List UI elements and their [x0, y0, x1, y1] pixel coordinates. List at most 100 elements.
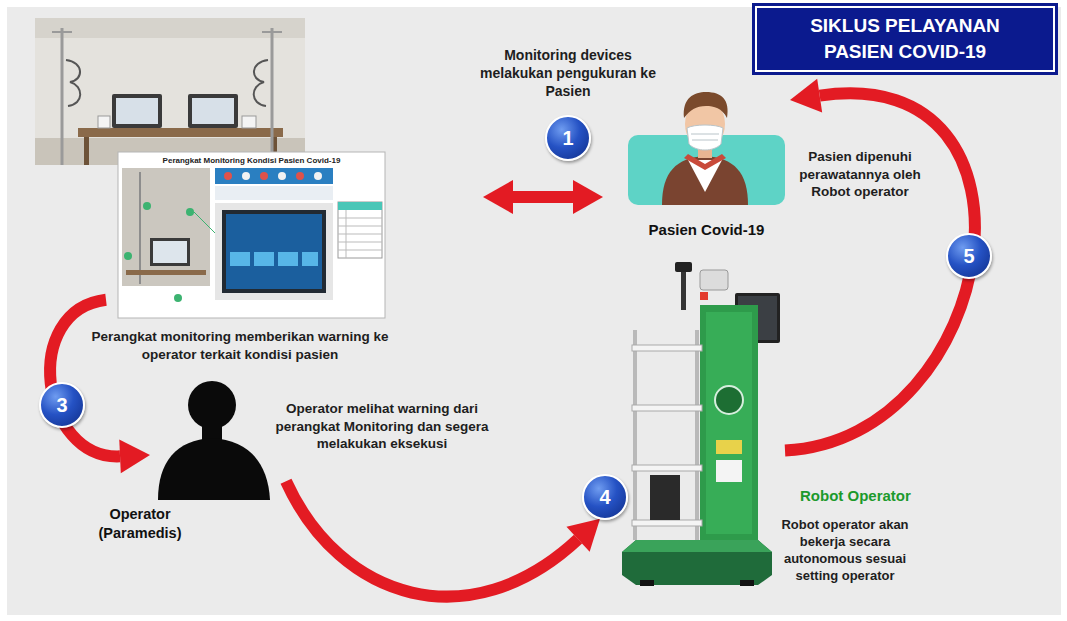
callout-number: 5: [963, 246, 974, 266]
patient-figure-part: [687, 125, 723, 150]
monitoring-screenshot-part: [150, 238, 190, 266]
room-photo-part: [254, 60, 268, 106]
robot-figure-part: [681, 268, 686, 310]
robot-figure-part: [695, 330, 699, 540]
monitoring-screenshot-part: [338, 242, 382, 243]
flow-arrow: [483, 180, 603, 214]
monitoring-screenshot-part: [338, 202, 382, 210]
robot-figure-part: [650, 475, 680, 520]
robot-figure-part: [706, 312, 752, 534]
callout-number: 4: [599, 487, 610, 507]
robot-description: Robot operator akan bekerja secara auton…: [770, 517, 920, 585]
robot-figure-part: [632, 465, 702, 471]
monitoring-screenshot-part: [215, 168, 333, 184]
monitoring-screenshot-part: [338, 202, 382, 258]
arrow-head: [119, 439, 150, 473]
monitoring-screenshot-part: [139, 172, 141, 284]
monitoring-screenshot-part: [260, 172, 268, 180]
monitoring-screenshot: [118, 152, 385, 318]
arrow-shaft: [286, 481, 578, 596]
patient-figure: [628, 92, 785, 205]
room-photo-part: [262, 31, 282, 33]
monitoring-screenshot-part: [226, 214, 322, 289]
patient-caption: Pasien Covid-19: [618, 220, 795, 240]
monitoring-screenshot-part: [302, 252, 318, 266]
operator-description: Operator melihat warning dari perangkat …: [262, 400, 502, 453]
monitoring-screenshot-part: [278, 172, 286, 180]
monitoring-device: Perangkat Monitoring Kondisi Pasien Covi…: [118, 152, 385, 318]
robot-figure-part: [715, 386, 743, 414]
monitoring-screenshot-part: [230, 252, 250, 266]
flow-arrow: [785, 79, 975, 451]
room-photo-part: [192, 98, 234, 124]
patient-figure-part: [691, 134, 719, 135]
monitoring-screenshot-part: [122, 168, 210, 286]
callout-circle: 1: [545, 115, 591, 161]
patient-figure-part: [684, 92, 728, 118]
arrow-shaft: [50, 300, 120, 457]
operator-silhouette-part: [158, 438, 270, 500]
monitoring-screenshot-part: [215, 186, 333, 200]
room-photo-part: [116, 98, 158, 124]
arrow-head: [790, 79, 822, 113]
monitoring-screenshot-part: [338, 250, 382, 251]
robot-figure-part: [700, 305, 758, 541]
monitoring-screenshot-part: [222, 210, 326, 293]
room-photo-part: [112, 94, 162, 128]
patient: Pasien Covid-19: [628, 95, 785, 207]
monitoring-screenshot-part: [143, 202, 151, 210]
monitoring-screenshot-part: [118, 152, 385, 318]
monitoring-screenshot-part: [242, 172, 250, 180]
monitoring-screenshot-part: [215, 203, 333, 300]
room-photo-part: [66, 60, 80, 106]
screen-heading: Perangkat Monitoring Kondisi Pasien Covi…: [122, 156, 381, 166]
monitoring-screenshot-part: [153, 241, 187, 263]
monitoring-screenshot-part: [346, 210, 347, 258]
monitoring-screenshot-part: [174, 294, 182, 302]
room-photo-part: [35, 18, 305, 165]
room-photo-part: [35, 18, 305, 38]
arrow-head: [483, 180, 513, 214]
robot-figure: [622, 262, 780, 586]
room-photo: [35, 18, 305, 165]
room-photo-part: [78, 128, 283, 137]
step-note: Pasien dipenuhi perawatannya oleh Robot …: [790, 148, 930, 201]
monitoring-screenshot-part: [254, 252, 274, 266]
robot-figure-part: [633, 330, 637, 540]
callout-circle: 4: [582, 474, 628, 520]
monitoring-screenshot-part: [314, 172, 322, 180]
room-photo-part: [84, 137, 89, 165]
callout-number: 1: [562, 128, 573, 148]
operator-caption: Operator (Paramedis): [85, 505, 195, 543]
monitoring-screenshot-part: [278, 252, 298, 266]
monitoring-screenshot-part: [296, 172, 304, 180]
monitoring-screenshot-part: [126, 270, 206, 275]
monitoring-screenshot-part: [224, 172, 232, 180]
robot-figure-part: [700, 270, 728, 290]
robot-figure-part: [716, 440, 742, 454]
arrow-shaft: [513, 191, 573, 203]
robot-figure-part: [622, 540, 772, 585]
room-photo-part: [188, 94, 238, 128]
robot-figure-part: [640, 580, 654, 586]
arrow-shaft: [785, 93, 975, 450]
robot-figure-part: [700, 292, 708, 300]
title-text: SIKLUS PELAYANAN PASIEN COVID-19: [785, 13, 1025, 64]
robot-figure-part: [632, 345, 702, 351]
monitoring-screenshot-part: [186, 208, 194, 216]
room-photo-part: [242, 116, 256, 128]
operator: Operator melihat warning dari perangkat …: [150, 375, 278, 500]
callout-circle: 3: [39, 382, 85, 428]
robot-figure-part: [632, 520, 702, 526]
flow-arrow: [286, 481, 600, 596]
arrow-head: [566, 519, 600, 552]
monitoring-screenshot-part: [338, 218, 382, 219]
room-photo-part: [271, 28, 274, 165]
title-banner: SIKLUS PELAYANAN PASIEN COVID-19: [752, 3, 1058, 75]
patient-figure-part: [662, 156, 748, 205]
monitoring-screenshot-part: [338, 226, 382, 227]
room-photo-part: [61, 28, 64, 165]
robot-figure-part: [622, 540, 772, 552]
callout-circle: 5: [946, 233, 992, 279]
